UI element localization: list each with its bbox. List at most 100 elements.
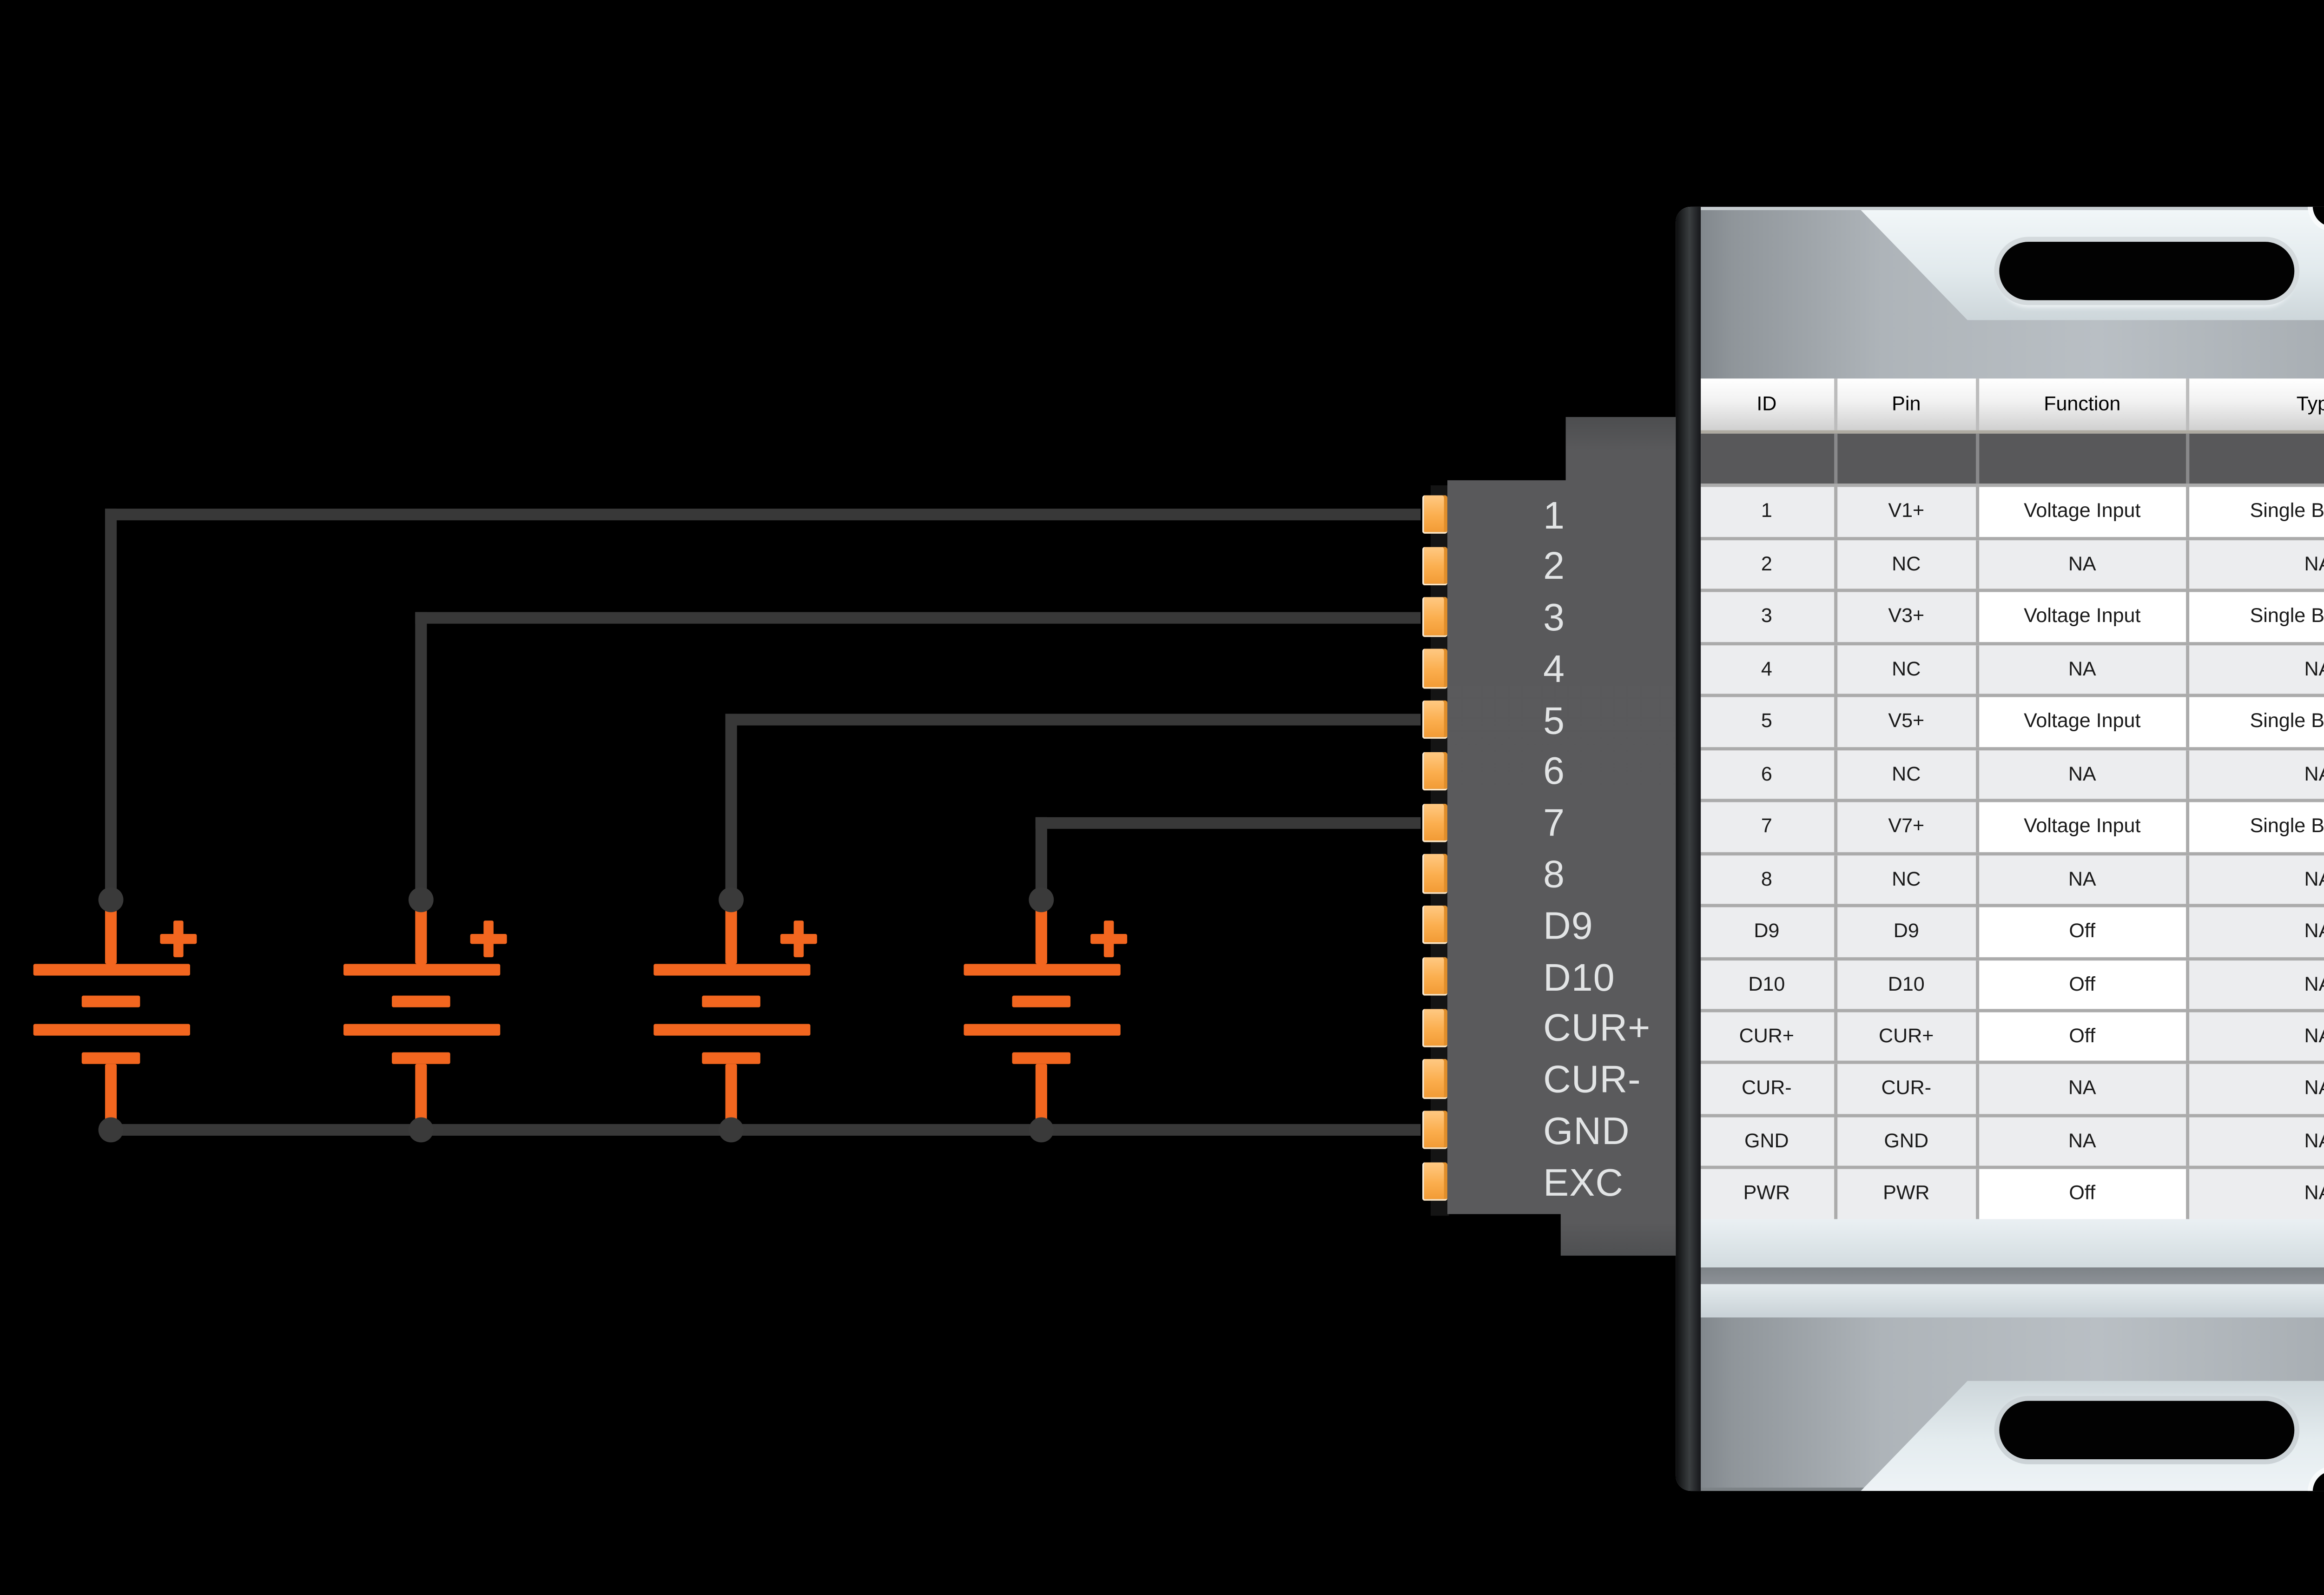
- cell-id: 1: [1700, 487, 1837, 537]
- pin-label-4: 4: [1543, 647, 1565, 690]
- battery-4-ground-junction-dot: [1029, 1118, 1055, 1143]
- table-row-4: 4NCNANANA: [1700, 642, 2324, 694]
- spacer-cell: [1700, 434, 1837, 484]
- battery-4-plate-long-1: [964, 964, 1121, 976]
- cell-id: GND: [1700, 1117, 1837, 1166]
- cell-pin: CUR-: [1836, 1065, 1980, 1114]
- cell-id: 8: [1700, 854, 1837, 904]
- battery-4-plus-icon-v: [1103, 921, 1114, 958]
- pin-label-8: 8: [1543, 852, 1565, 896]
- cell-pin: CUR+: [1836, 1012, 1980, 1062]
- table-row-PWR: PWRPWROffNANA: [1700, 1166, 2324, 1219]
- terminal-connector-panel: [1447, 417, 1677, 1256]
- battery-3-plate-long-1: [653, 964, 811, 976]
- cell-function: NA: [1979, 645, 2189, 694]
- cell-id: 4: [1700, 645, 1837, 694]
- battery-4-plate-long-2: [964, 1023, 1121, 1035]
- cell-id: 6: [1700, 749, 1837, 799]
- cell-id: CUR+: [1700, 1012, 1837, 1062]
- table-row-8: 8NCNANANA: [1700, 851, 2324, 904]
- battery-1-plus-icon-v: [173, 921, 184, 958]
- pin-label-2: 2: [1543, 544, 1565, 588]
- cell-pin: V1+: [1836, 487, 1980, 537]
- cell-id: CUR-: [1700, 1065, 1837, 1114]
- cell-type: Single Buffered: [2188, 592, 2324, 642]
- cell-pin: D10: [1836, 960, 1980, 1009]
- terminal-pad-5: [1421, 700, 1447, 740]
- cell-function: NA: [1979, 540, 2189, 589]
- table-row-CUR+: CUR+CUR+OffNANA: [1700, 1009, 2324, 1062]
- terminal-pad-1: [1421, 495, 1447, 534]
- column-header-id: ID: [1700, 378, 1837, 431]
- pin-configuration-table: IDPinFunctionTypeRange 1V1+Voltage Input…: [1700, 378, 2324, 1219]
- pin-label-CUR+: CUR+: [1543, 1006, 1651, 1050]
- daq-module: IDPinFunctionTypeRange 1V1+Voltage Input…: [1676, 206, 2324, 1491]
- column-header-type: Type: [2188, 378, 2324, 431]
- module-top-flange: [1676, 206, 2324, 380]
- pin-label-EXC: EXC: [1543, 1160, 1624, 1204]
- cell-type: NA: [2188, 749, 2324, 799]
- battery-4-plate-short-2: [1012, 1052, 1071, 1064]
- cell-pin: V5+: [1836, 697, 1980, 747]
- battery-1-plate-short-1: [82, 994, 141, 1006]
- column-header-function: Function: [1979, 378, 2189, 431]
- battery-3-plate-short-2: [702, 1052, 761, 1064]
- terminal-pad-7: [1421, 803, 1447, 842]
- wire-battery-1-to-pin-1: [106, 509, 1422, 521]
- terminal-pad-4: [1421, 649, 1447, 688]
- battery-1-plate-long-2: [33, 1023, 190, 1035]
- cell-id: 5: [1700, 697, 1837, 747]
- pin-label-3: 3: [1543, 596, 1565, 639]
- cell-function: NA: [1979, 854, 2189, 904]
- battery-3-bottom-stem: [726, 1064, 738, 1125]
- battery-3-plate-short-1: [702, 994, 761, 1006]
- spacer-cell: [1979, 434, 2189, 484]
- cell-type: NA: [2188, 960, 2324, 1009]
- cell-type: Single Buffered: [2188, 802, 2324, 852]
- module-band-light-2: [1696, 1283, 2324, 1318]
- cell-function: Off: [1979, 960, 2189, 1009]
- cell-pin: V3+: [1836, 592, 1980, 642]
- battery-4-plate-short-1: [1012, 994, 1071, 1006]
- module-left-edge: [1676, 206, 1700, 1491]
- table-row-2: 2NCNANANA: [1700, 536, 2324, 589]
- wire-battery-4-to-pin-7: [1036, 816, 1422, 828]
- ground-bus-wire: [106, 1125, 1422, 1137]
- spacer-cell: [1836, 434, 1980, 484]
- battery-4-bottom-stem: [1036, 1064, 1048, 1125]
- battery-1-ground-junction-dot: [99, 1118, 124, 1143]
- cell-pin: NC: [1836, 540, 1980, 589]
- battery-1-bottom-stem: [106, 1064, 118, 1125]
- top-mounting-slot: [1999, 242, 2295, 300]
- terminal-pad-6: [1421, 752, 1447, 791]
- wire-battery-3-to-pin-5: [726, 714, 1422, 726]
- terminal-pad-D10: [1421, 957, 1447, 996]
- pin-label-D9: D9: [1543, 903, 1593, 947]
- battery-1-plate-long-1: [33, 964, 190, 976]
- battery-2-top-junction-dot: [409, 886, 435, 912]
- pin-label-GND: GND: [1543, 1109, 1630, 1152]
- cell-pin: V7+: [1836, 802, 1980, 852]
- cell-id: D9: [1700, 907, 1837, 957]
- pin-label-1: 1: [1543, 493, 1565, 536]
- cell-function: Off: [1979, 907, 2189, 957]
- cell-type: NA: [2188, 1065, 2324, 1114]
- battery-1-plate-short-2: [82, 1052, 141, 1064]
- wire-battery-1-vertical: [106, 509, 118, 905]
- pin-label-6: 6: [1543, 749, 1565, 793]
- cell-type: NA: [2188, 1117, 2324, 1166]
- battery-2-plate-long-1: [343, 964, 500, 976]
- cell-id: 7: [1700, 802, 1837, 852]
- terminal-pad-CUR-: [1421, 1059, 1447, 1099]
- cell-function: Voltage Input: [1979, 592, 2189, 642]
- battery-2-plate-long-2: [343, 1023, 500, 1035]
- cell-id: D10: [1700, 960, 1837, 1009]
- battery-1-top-stem: [106, 907, 118, 964]
- battery-2-plus-icon-v: [483, 921, 494, 958]
